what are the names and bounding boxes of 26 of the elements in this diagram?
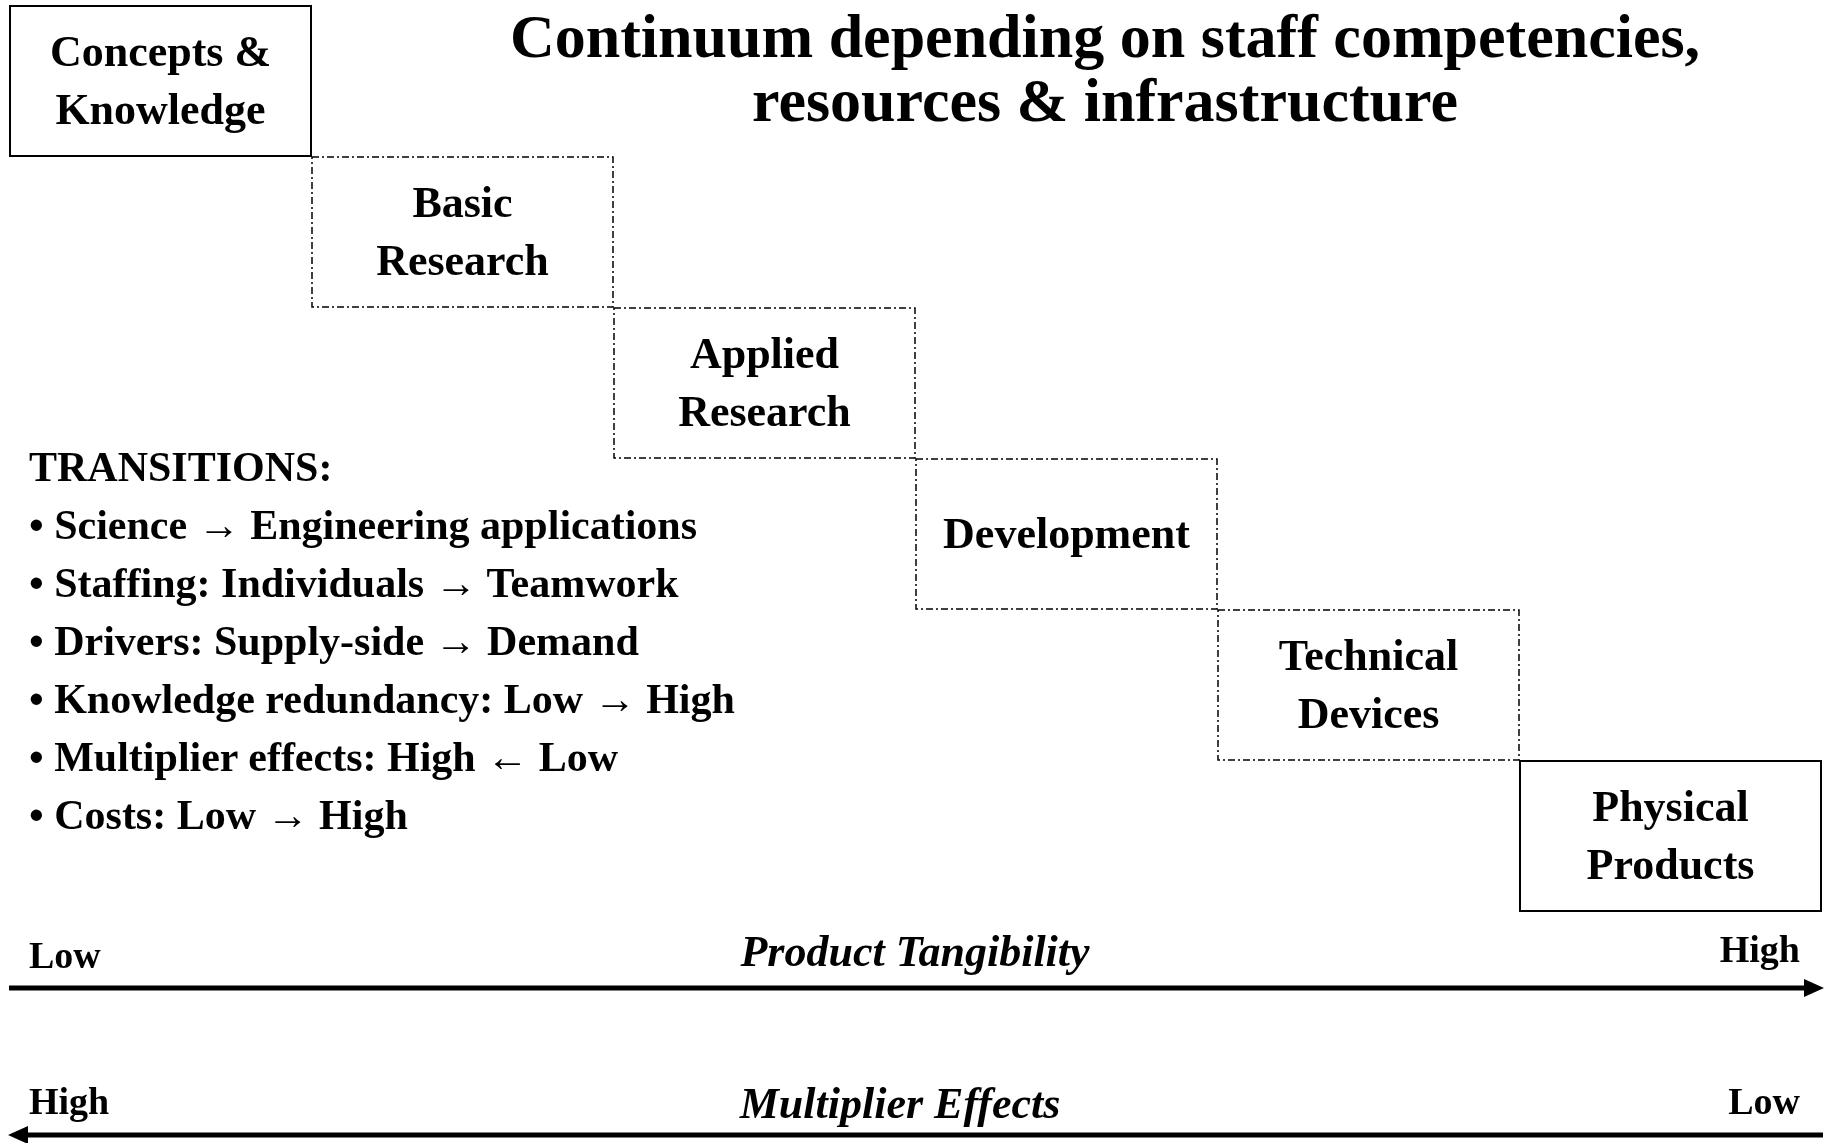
axis-end-label: High (1719, 927, 1800, 972)
stage-box (613, 307, 916, 459)
stage-box (9, 5, 312, 157)
axis-end-label: Low (1728, 1079, 1800, 1124)
bullet-item: • Staffing: Individuals → Teamwork (29, 559, 679, 608)
stage-box (915, 458, 1218, 610)
stage-box (1217, 609, 1520, 761)
bullet-item: • Knowledge redundancy: Low → High (29, 675, 735, 724)
axis-end-label: Low (29, 933, 101, 978)
axis-end-label: High (29, 1079, 110, 1124)
stage-label: Concepts & Knowledge (48, 26, 273, 136)
stage-box (311, 156, 614, 308)
bullet-item: • Costs: Low → High (29, 791, 408, 840)
stage-box (1519, 760, 1822, 912)
bullet-item: • Science → Engineering applications (29, 501, 698, 550)
stage-label: Applied Research (677, 328, 852, 438)
section-heading: TRANSITIONS: (29, 443, 333, 492)
stage-label: Development (942, 508, 1191, 560)
axis-title: Multiplier Effects (739, 1078, 1061, 1130)
stage-label: Physical Products (1585, 781, 1756, 891)
stage-label: Basic Research (375, 177, 550, 287)
bullet-item: • Multiplier effects: High ← Low (29, 733, 618, 782)
title: Continuum depending on staff competencies, resources & infrastructure (508, 4, 1702, 132)
stage-label: Technical Devices (1277, 630, 1460, 740)
axis-title: Product Tangibility (740, 926, 1090, 978)
bullet-item: • Drivers: Supply-side → Demand (29, 617, 639, 666)
